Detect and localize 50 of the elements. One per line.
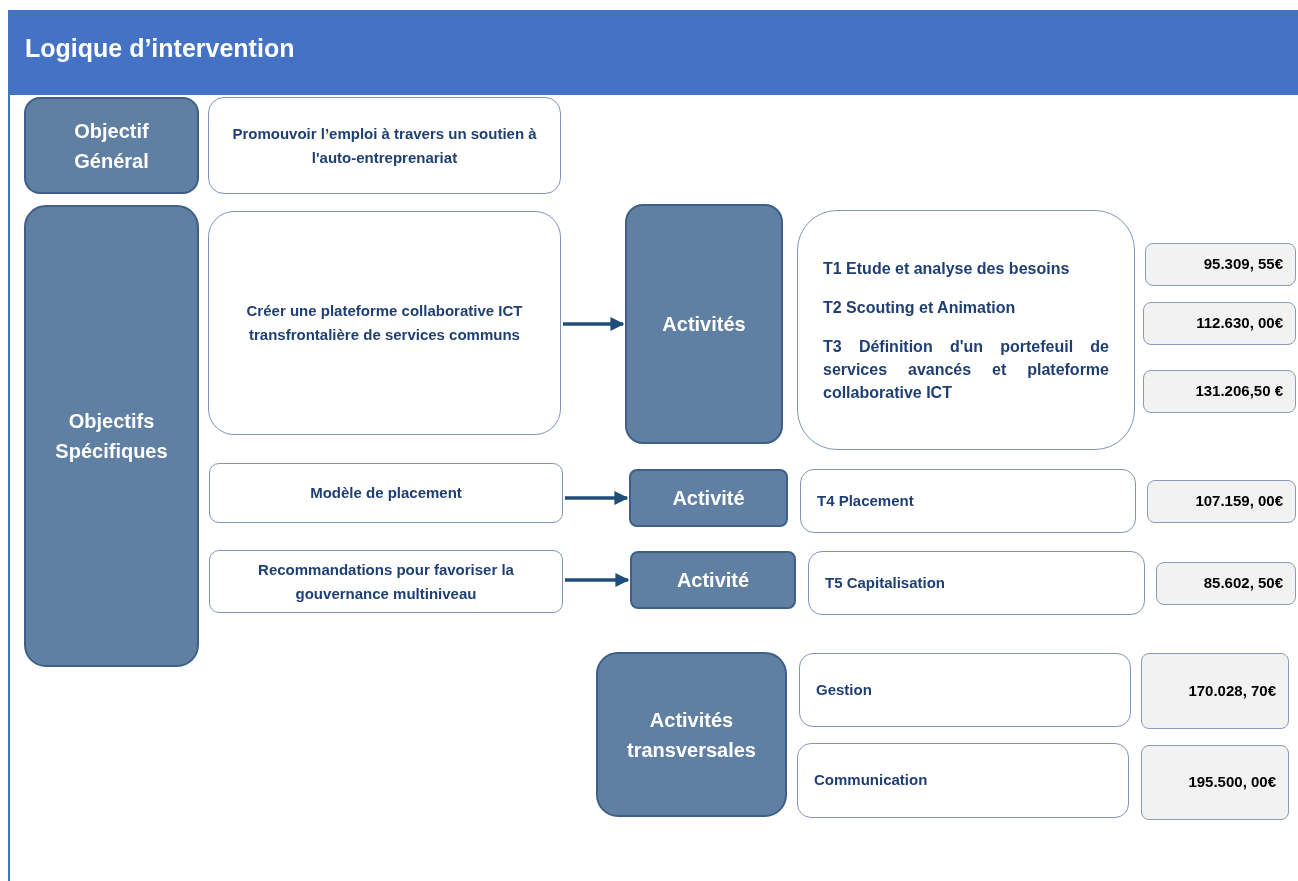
box-text: Activité <box>671 486 746 511</box>
box-text: Activité <box>675 568 751 593</box>
amount-box <box>1147 480 1296 523</box>
box-text: Gestion <box>816 679 873 700</box>
task-box <box>808 551 1145 615</box>
box-text: 170.028, 70€ <box>1188 680 1276 701</box>
box-text: T2 Scouting et Animation <box>823 297 1017 318</box>
box-text: T1 Etude et analyse des besoins <box>823 258 1071 279</box>
box-text: 195.500, 00€ <box>1188 772 1276 793</box>
amount-box <box>1145 243 1296 286</box>
box-text: Objectifs Spécifiques <box>54 409 169 464</box>
amount-box <box>1141 653 1289 729</box>
box-text: 107.159, 00€ <box>1195 491 1283 512</box>
box-text: T4 Placement <box>817 490 915 511</box>
amount-box <box>1156 562 1296 605</box>
amount-box <box>1143 370 1296 413</box>
objective-box <box>208 97 561 194</box>
box-text: Créer une plateforme collaborative ICT transfrontalière de services communs <box>245 301 524 345</box>
box-text: Objectif Général <box>73 118 150 174</box>
task-box <box>800 469 1136 533</box>
box-text: T3 Définition d'un portefeuil de services avancés et plateforme collaborative ICT <box>823 336 1109 403</box>
box-text: 85.602, 50€ <box>1203 573 1283 594</box>
category-box <box>24 205 199 667</box>
box-text: Modèle de placement <box>309 483 463 503</box>
box-text: Activités <box>661 312 747 337</box>
task-list-box <box>797 210 1135 450</box>
task-box <box>799 653 1131 727</box>
objective-box <box>209 463 563 523</box>
title: Logique d’intervention <box>25 33 295 64</box>
box-text: 95.309, 55€ <box>1203 254 1283 275</box>
box-text: 131.206,50 € <box>1195 381 1283 402</box>
category-box <box>24 97 199 194</box>
category-box <box>596 652 787 817</box>
arrow <box>563 317 625 331</box>
box-text: Promouvoir l’emploi à travers un soutien à l'auto-entreprenariat <box>231 123 538 168</box>
task-box <box>797 743 1129 818</box>
arrow <box>565 491 629 505</box>
arrow <box>565 573 630 587</box>
objective-box <box>208 211 561 435</box>
box-text: 112.630, 00€ <box>1196 313 1283 334</box>
objective-box <box>209 550 563 613</box>
box-text: Activités transversales <box>626 707 757 763</box>
category-box <box>630 551 796 609</box>
amount-box <box>1141 745 1289 820</box>
box-text: Recommandations pour favoriser la gouvernance multiniveau <box>257 559 515 604</box>
amount-box <box>1143 302 1296 345</box>
category-box <box>629 469 788 527</box>
category-box <box>625 204 783 444</box>
box-text: T5 Capitalisation <box>825 572 947 593</box>
box-text: Communication <box>814 770 929 791</box>
